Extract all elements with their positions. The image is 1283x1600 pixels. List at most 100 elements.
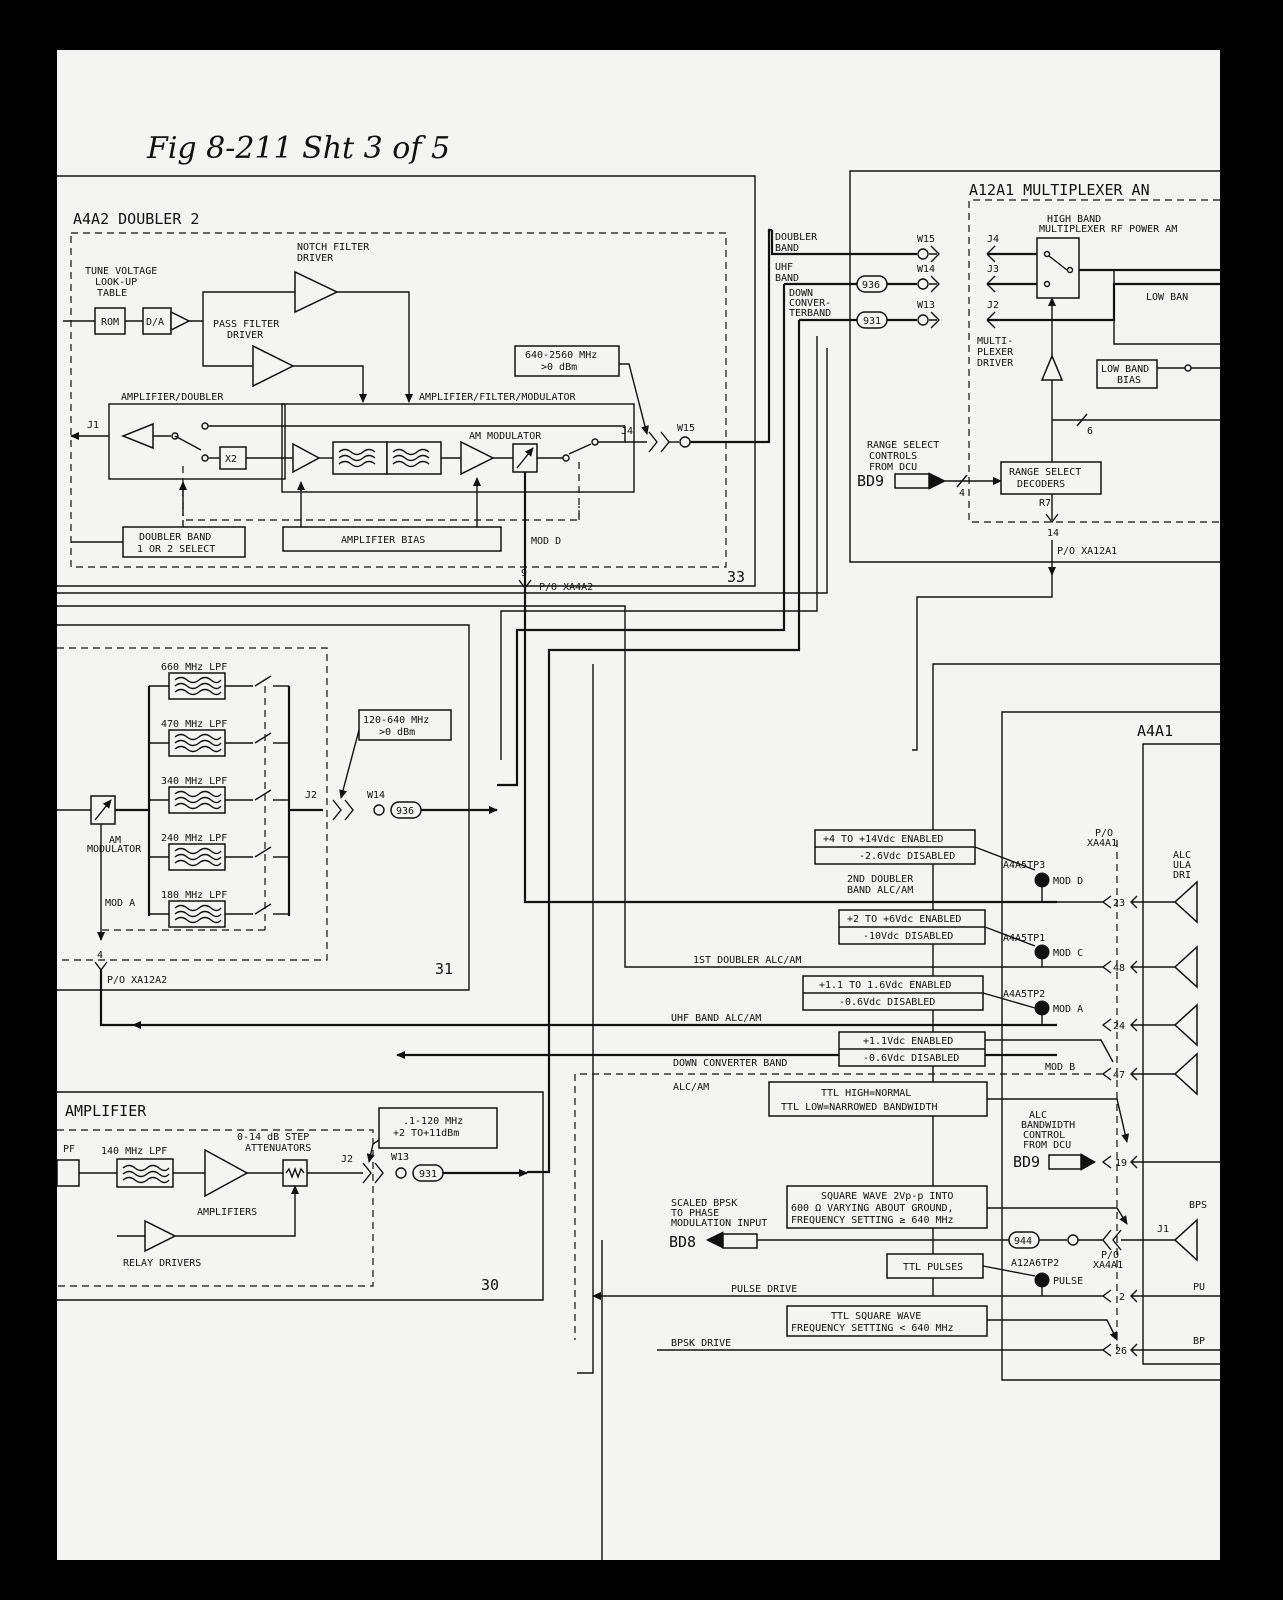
lpf-filter-label: 470 MHz LPF (161, 719, 227, 730)
mux-pivot (1066, 266, 1074, 274)
lpf-pin4-connector (94, 961, 108, 972)
tune-voltage-label-2: LOOK-UP (95, 277, 137, 288)
tp3-mod-d: MOD D (1053, 876, 1083, 887)
tp1-testpoint-icon (1034, 944, 1050, 960)
driver-47-icon (1173, 1052, 1198, 1096)
doubler-switch-arm (174, 435, 202, 451)
filter-input-amp-icon (292, 442, 321, 474)
v-mod-b-1: +1.1Vdc ENABLED (863, 1036, 953, 1047)
driver-23-icon (1173, 880, 1198, 924)
a12a1-w13-coax (917, 314, 929, 326)
pin14-route (912, 570, 1053, 751)
sheet-annotation: Fig 8-211 Sht 3 of 5 (146, 131, 450, 166)
a12a1-c931: 931 (863, 316, 881, 327)
a12a1-title: A12A1 MULTIPLEXER AN (969, 181, 1150, 199)
lpf-freq-1: 120-640 MHz (363, 715, 429, 726)
pin26-arrow (1130, 1343, 1220, 1357)
bus6-slash (1076, 413, 1088, 427)
low-band-label: LOW BAN (1146, 292, 1188, 303)
coax-connectors-icon (929, 245, 940, 329)
v-mod-d-2: -2.6Vdc DISABLED (859, 851, 955, 862)
doubler-band-label-2: BAND (775, 243, 799, 254)
po-xa12a1: P/O XA12A1 (1057, 546, 1117, 557)
v-mod-a-leader (982, 992, 1036, 1009)
ttl-pulses-leader (982, 1265, 1036, 1277)
pass-drive-line (293, 365, 367, 403)
alc-bw-4: FROM DCU (1023, 1140, 1071, 1151)
lpf-filter-label: 340 MHz LPF (161, 776, 227, 787)
pin-26: 26 (1115, 1346, 1127, 1357)
a4a2-outer-border (57, 175, 756, 587)
relay-driver-icon (144, 1219, 177, 1253)
doubler-switch-pivot (171, 432, 179, 440)
notch-driver-amplifier-icon (294, 270, 339, 314)
pu-partial: PU (1193, 1282, 1205, 1293)
lpf-branch: 180 MHz LPF (149, 890, 289, 928)
am-modulator-variable-icon (516, 447, 534, 469)
lpf-wave-icon (174, 676, 222, 696)
a12a1-w15-coax (917, 248, 929, 260)
ttl-bw-box (768, 1081, 988, 1117)
uhf-band-label-2: BAND (775, 273, 799, 284)
a12a1-input-connectors (986, 245, 996, 329)
amp-lpf140-wave-icon (122, 1164, 170, 1184)
lpf-relay-switch-icon (254, 903, 272, 915)
j1-connector (1102, 1229, 1122, 1251)
pin24-arrow (1130, 1018, 1147, 1032)
driver-48-icon (1173, 945, 1198, 989)
lpf-freq-box (358, 709, 452, 741)
rf-power-label: RF POWER AM (1111, 224, 1177, 235)
amp-doubler-box (108, 403, 286, 480)
square-wave-leader (987, 1207, 1128, 1225)
lpf-mod-a: MOD A (105, 898, 135, 909)
lpf-branch: 660 MHz LPF (149, 662, 289, 700)
lpf-block-border (57, 624, 470, 991)
lpf-filter-label: 180 MHz LPF (161, 890, 227, 901)
pin24-connector (1101, 1018, 1112, 1032)
amp-w13-coax (395, 1167, 407, 1179)
amp-j2: J2 (341, 1154, 353, 1165)
scaled-bpsk-2: TO PHASE (671, 1208, 719, 1219)
mux-input-lines (987, 252, 1037, 286)
relay-driver-line (175, 1185, 299, 1237)
coax-944-icon (1067, 1234, 1079, 1246)
pass-driver-label-2: DRIVER (227, 330, 264, 341)
sig-2nd-doubler-2: BAND ALC/AM (847, 885, 913, 896)
doubler-switch-contact-1 (201, 422, 209, 430)
mux-driver-label: MULTI- (977, 336, 1013, 347)
ttl-pulses: TTL PULSES (903, 1262, 963, 1273)
high-band-mux-block (1036, 237, 1080, 299)
tune-line-notch (189, 291, 295, 322)
route-536 (577, 664, 594, 1374)
pin-48: 48 (1113, 963, 1125, 974)
rs-ctrl-label-3: FROM DCU (869, 462, 917, 473)
amp-main-amplifier-icon (204, 1148, 249, 1198)
square-wave-2: 600 Ω VARYING ABOUT GROUND, (791, 1203, 954, 1214)
schematic-sheet: Fig 8-211 Sht 3 of 5 A4A2 DOUBLER 2 TUNE… (57, 50, 1220, 1560)
po-xa4a1-bot-2: XA4A1 (1093, 1260, 1123, 1271)
pin14-connector (1045, 513, 1059, 524)
out-switch-arm (568, 443, 592, 455)
a4a1-bd9-arrow-icon (1080, 1153, 1097, 1171)
ttl-square-box (786, 1305, 988, 1337)
amp-c931: 931 (419, 1169, 437, 1180)
tp1-mod-c: MOD C (1053, 948, 1083, 959)
pass-driver-label: PASS FILTER (213, 319, 280, 330)
doubler-switch-contact-2 (201, 454, 209, 462)
v-mod-a-2: -0.6Vdc DISABLED (839, 997, 935, 1008)
pin2-connector (1101, 1289, 1112, 1303)
mux-driver-label-3: DRIVER (977, 358, 1014, 369)
ttl-pulses-box (886, 1253, 984, 1279)
lpf-w14-coax (373, 804, 385, 816)
hb-mux-label-2: MULTIPLEXER (1039, 224, 1106, 235)
a4a2-j4: J4 (621, 426, 633, 437)
alc-bw-3: CONTROL (1023, 1130, 1065, 1141)
schematic-diagram: Fig 8-211 Sht 3 of 5 A4A2 DOUBLER 2 TUNE… (57, 131, 1220, 1560)
a4a2-freq-1: 640-2560 MHz (525, 350, 597, 361)
notch-drive-line (337, 291, 413, 403)
doubler-select-1: DOUBLER BAND (139, 532, 211, 543)
lpf-am-mod-icon (94, 799, 112, 821)
r7-label: R7 (1039, 498, 1051, 509)
pin-23: 23 (1113, 898, 1125, 909)
low-band-bias-box (1096, 359, 1158, 389)
